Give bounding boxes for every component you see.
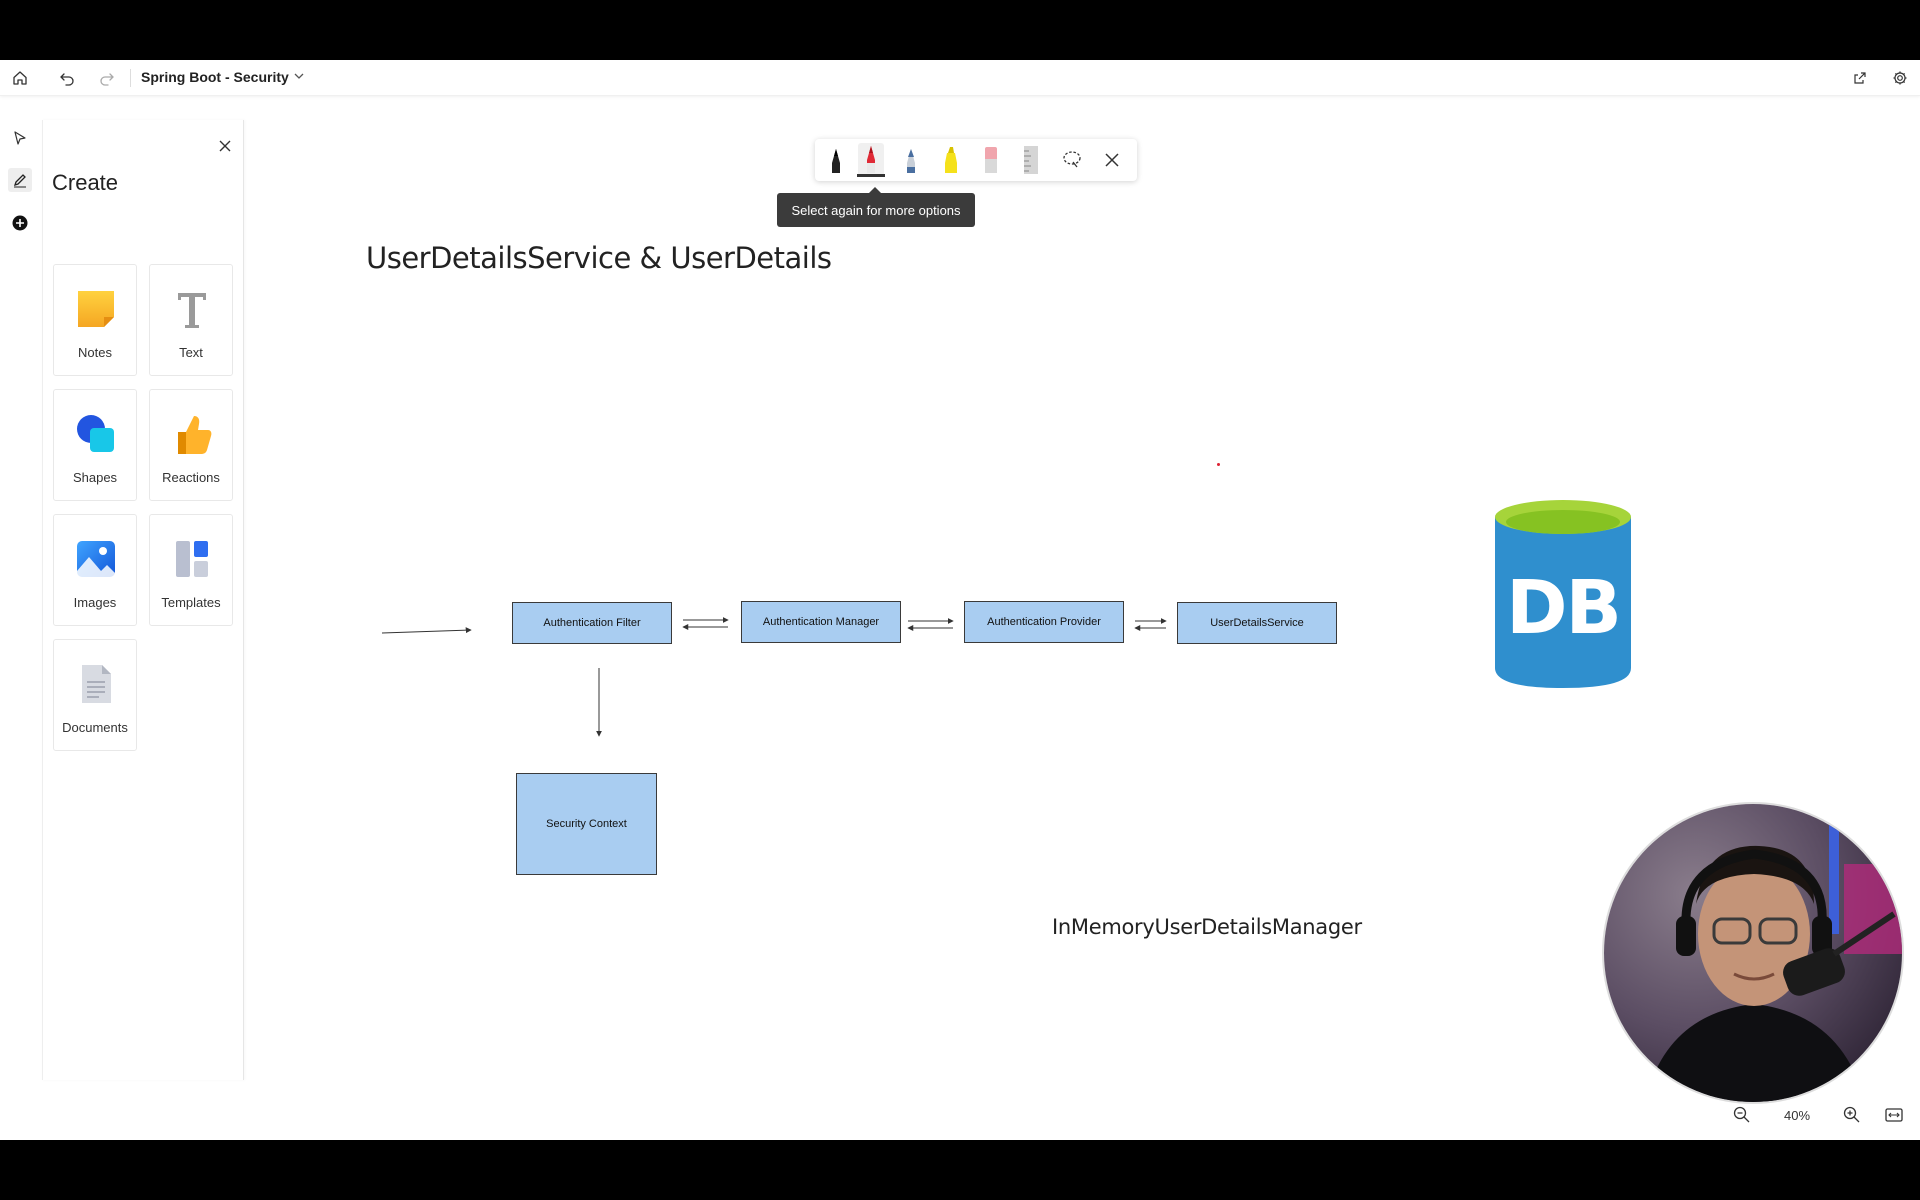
zoom-out-icon[interactable] [1732,1105,1752,1125]
black-pen-icon[interactable] [823,143,849,177]
yellow-highlighter-icon[interactable] [938,143,964,177]
board-subheading[interactable]: InMemoryUserDetailsManager [1052,915,1362,939]
create-shapes-tile[interactable]: Shapes [53,389,137,501]
security-context-box[interactable]: Security Context [516,773,657,875]
shapes-icon [77,415,114,452]
templates-icon [176,541,208,577]
create-reactions-tile[interactable]: Reactions [149,389,233,501]
whiteboard-app: Spring Boot - Security Create Notes Tex [0,60,1920,1140]
sticky-note-icon [78,291,114,327]
blue-pen-icon[interactable] [898,143,924,177]
home-icon[interactable] [8,66,32,90]
toolbar-divider [130,69,131,87]
authentication-provider-box[interactable]: Authentication Provider [964,601,1124,643]
create-text-tile[interactable]: Text [149,264,233,376]
share-icon[interactable] [1848,66,1872,90]
selected-tool-indicator [857,174,885,177]
redo-icon[interactable] [95,66,119,90]
webcam-overlay [1602,802,1904,1104]
pen-toolbar [815,139,1137,181]
undo-icon[interactable] [55,66,79,90]
create-images-tile[interactable]: Images [53,514,137,626]
zoom-in-icon[interactable] [1842,1105,1862,1125]
select-pointer-icon[interactable] [8,126,32,150]
document-icon [82,665,111,703]
create-panel: Create Notes Text Shapes Reactions Image… [42,120,244,1080]
ink-dot [1217,463,1220,466]
text-icon [178,293,206,328]
ruler-icon[interactable] [1018,143,1044,177]
lasso-select-icon[interactable] [1059,143,1085,177]
tile-label: Text [179,345,203,360]
tooltip: Select again for more options [777,187,975,227]
zoom-controls: 40% [1720,1100,1920,1130]
pen-icon[interactable] [8,168,32,192]
create-notes-tile[interactable]: Notes [53,264,137,376]
settings-icon[interactable] [1888,66,1912,90]
authentication-manager-box[interactable]: Authentication Manager [741,601,901,643]
red-pen-icon[interactable] [858,143,884,177]
panel-title: Create [52,170,119,195]
entry-arrow [381,627,472,634]
tile-label: Shapes [72,470,118,485]
close-icon[interactable] [215,136,235,156]
document-title[interactable]: Spring Boot - Security [141,69,289,85]
board-heading[interactable]: UserDetailsService & UserDetails [366,241,832,275]
add-icon[interactable] [8,211,32,235]
database-icon[interactable]: DB [1495,500,1631,688]
db-label: DB [1506,565,1622,651]
tile-label: Images [73,595,117,610]
zoom-level[interactable]: 40% [1784,1108,1811,1123]
tile-label: Reactions [162,470,220,485]
tile-label: Documents [62,720,128,735]
user-details-service-box[interactable]: UserDetailsService [1177,602,1337,644]
fit-to-screen-icon[interactable] [1884,1105,1904,1125]
image-icon [77,541,115,577]
authentication-filter-box[interactable]: Authentication Filter [512,602,672,644]
chevron-down-icon[interactable] [292,69,308,85]
thumbs-up-icon [178,416,212,454]
eraser-icon[interactable] [978,143,1004,177]
top-bar: Spring Boot - Security [0,60,1920,96]
create-templates-tile[interactable]: Templates [149,514,233,626]
close-icon[interactable] [1099,143,1125,177]
tile-label: Notes [78,345,112,360]
create-documents-tile[interactable]: Documents [53,639,137,751]
tile-label: Templates [161,595,221,610]
